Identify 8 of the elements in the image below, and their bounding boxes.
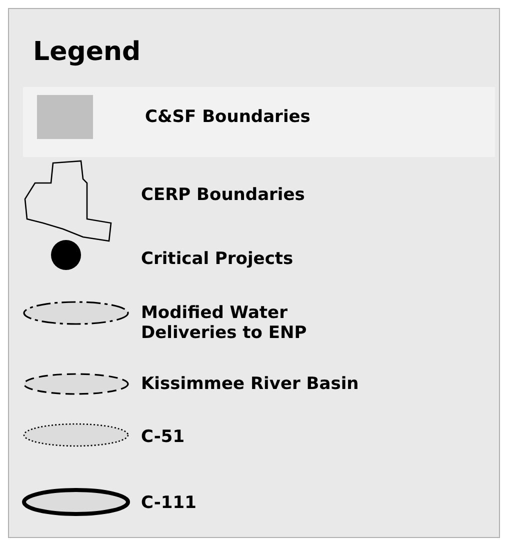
legend-label: CERP Boundaries	[141, 185, 306, 205]
legend-label: Critical Projects	[141, 249, 294, 269]
legend-label: C-111	[141, 493, 198, 513]
legend-label: C&SF Boundaries	[145, 107, 312, 127]
legend-label: Kissimmee River Basin	[141, 374, 360, 394]
legend-title: Legend	[33, 37, 141, 67]
legend-label: Modified Water Deliveries to ENP	[141, 303, 308, 343]
legend-label: C-51	[141, 427, 186, 447]
